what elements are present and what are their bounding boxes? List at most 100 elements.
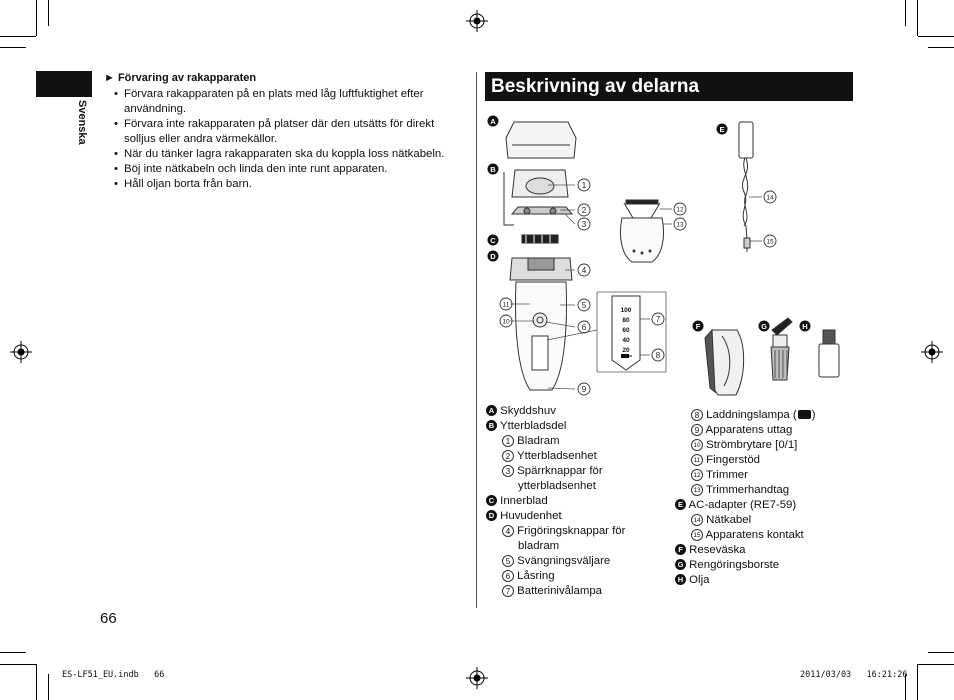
legend-text: Nätkabel <box>706 514 752 526</box>
legend-number-marker: 13 <box>691 483 703 496</box>
legend-item: H Olja <box>675 573 816 588</box>
legend-text: Rengöringsborste <box>689 559 780 571</box>
legend-number-marker: 9 <box>691 423 703 436</box>
legend-text: Apparatens kontakt <box>705 529 804 541</box>
legend-letter-marker: G <box>675 559 686 571</box>
legend-text: Låsring <box>517 570 555 582</box>
legend-text: Batterinivålampa <box>517 585 603 597</box>
legend-text: Fingerstöd <box>706 454 760 466</box>
legend-item: E AC-adapter (RE7-59) <box>675 498 816 513</box>
legend-letter-marker: B <box>486 420 497 432</box>
legend-item: 4 Frigöringsknappar för <box>486 524 625 539</box>
trimmer-illustration <box>619 199 665 263</box>
legend-text: Laddningslampa ( <box>706 409 797 421</box>
diagram-number-10: 10 <box>502 319 510 326</box>
legend-letter-marker: H <box>675 574 686 586</box>
legend-text: Trimmerhandtag <box>705 484 790 496</box>
diagram-letter-g: G <box>761 322 767 331</box>
plug-icon <box>797 410 811 420</box>
battery-level-60: 60 <box>622 327 630 334</box>
legend-text: Bladram <box>517 435 560 447</box>
diagram-number-1: 1 <box>582 181 587 190</box>
legend-letter-marker: F <box>675 544 686 556</box>
parts-legend-left: A Skyddshuv B Ytterbladsdel 1 Bladram 2 … <box>486 404 625 599</box>
legend-item: F Reseväska <box>675 543 816 558</box>
legend-text: Svängningsväljare <box>517 555 611 567</box>
battery-level-80: 80 <box>622 317 630 324</box>
diagram-letter-f: F <box>696 322 701 331</box>
diagram-number-8: 8 <box>656 351 661 360</box>
legend-letter-marker: A <box>486 405 497 417</box>
legend-text: Trimmer <box>705 469 748 481</box>
blade-frame-illustration <box>503 169 574 226</box>
legend-item: 2 Ytterbladsenhet <box>486 449 625 464</box>
legend-text-suffix: ) <box>811 409 816 421</box>
legend-item: G Rengöringsborste <box>675 558 816 573</box>
legend-number-marker: 12 <box>691 468 703 481</box>
legend-text: Reseväska <box>689 544 746 556</box>
legend-item: D Huvudenhet <box>486 509 625 524</box>
parts-diagram: A B C D E F G H <box>487 115 840 396</box>
legend-letter-marker: D <box>486 510 497 522</box>
legend-number-marker: 2 <box>502 449 514 462</box>
legend-text: Strömbrytare [0/1] <box>706 439 798 451</box>
storage-bullet: Böj inte nätkabeln och linda den inte ru… <box>114 162 469 177</box>
legend-number-marker: 10 <box>691 438 703 451</box>
page-number: 66 <box>100 610 117 627</box>
legend-letter-marker: E <box>675 499 686 511</box>
diagram-letter-d: D <box>490 252 496 261</box>
travel-pouch-illustration <box>704 328 745 396</box>
inner-blade-illustration <box>521 234 559 244</box>
parts-title: Beskrivning av delarna <box>485 72 853 101</box>
legend-item: 11 Fingerstöd <box>675 453 816 468</box>
diagram-letter-h: H <box>802 322 807 331</box>
cleaning-brush-illustration <box>770 317 793 381</box>
legend-text: AC-adapter (RE7-59) <box>688 499 797 511</box>
legend-number-marker: 7 <box>502 584 514 597</box>
legend-text: Skyddshuv <box>500 405 556 417</box>
storage-section: ► Förvaring av rakapparaten Förvara raka… <box>104 71 469 192</box>
battery-level-40: 40 <box>622 337 630 344</box>
protective-cap-illustration <box>505 121 577 159</box>
registration-mark-bottom <box>466 667 488 689</box>
legend-text: Ytterbladsenhet <box>516 450 597 462</box>
legend-item: 14 Nätkabel <box>675 513 816 528</box>
legend-item: 7 Batterinivålampa <box>486 584 625 599</box>
battery-level-100: 100 <box>621 307 632 314</box>
legend-letter-marker: C <box>486 495 497 507</box>
storage-bullet: När du tänker lagra rakapparaten ska du … <box>114 147 469 162</box>
legend-text: Frigöringsknappar för <box>517 525 626 537</box>
legend-item: bladram <box>486 539 625 554</box>
diagram-letter-a: A <box>490 117 496 126</box>
registration-mark-top <box>466 10 488 32</box>
legend-item: 6 Låsring <box>486 569 625 584</box>
legend-text: Innerblad <box>500 495 548 507</box>
oil-bottle-illustration <box>818 329 840 378</box>
storage-bullet: Håll oljan borta från barn. <box>114 177 469 192</box>
storage-heading: ► Förvaring av rakapparaten <box>104 72 257 84</box>
footer-filename: ES-LF51_EU.indb <box>62 670 139 680</box>
diagram-letter-c: C <box>490 236 496 245</box>
legend-item: 15 Apparatens kontakt <box>675 528 816 543</box>
diagram-number-14: 14 <box>766 195 774 202</box>
legend-number-marker: 5 <box>502 554 514 567</box>
legend-item: 12 Trimmer <box>675 468 816 483</box>
main-unit-illustration <box>509 257 573 391</box>
legend-number-marker: 15 <box>691 528 703 541</box>
battery-level-20: 20 <box>622 347 630 354</box>
legend-number-marker: 11 <box>691 453 703 466</box>
footer-time: 16:21:26 <box>866 670 908 680</box>
ac-adapter-illustration <box>738 121 754 252</box>
diagram-number-6: 6 <box>582 323 587 332</box>
storage-bullet: Förvara rakapparaten på en plats med låg… <box>114 87 469 117</box>
language-tab <box>36 71 92 97</box>
legend-text: Olja <box>689 574 710 586</box>
diagram-number-4: 4 <box>582 266 587 275</box>
diagram-number-3: 3 <box>582 220 587 229</box>
diagram-number-15: 15 <box>766 239 774 246</box>
battery-indicator-illustration: 100 80 60 40 20 <box>611 295 641 371</box>
legend-item: 8 Laddningslampa () <box>675 408 816 423</box>
legend-text: Spärrknappar för <box>517 465 603 477</box>
legend-number-marker: 4 <box>502 524 514 537</box>
legend-text: Huvudenhet <box>500 510 562 522</box>
